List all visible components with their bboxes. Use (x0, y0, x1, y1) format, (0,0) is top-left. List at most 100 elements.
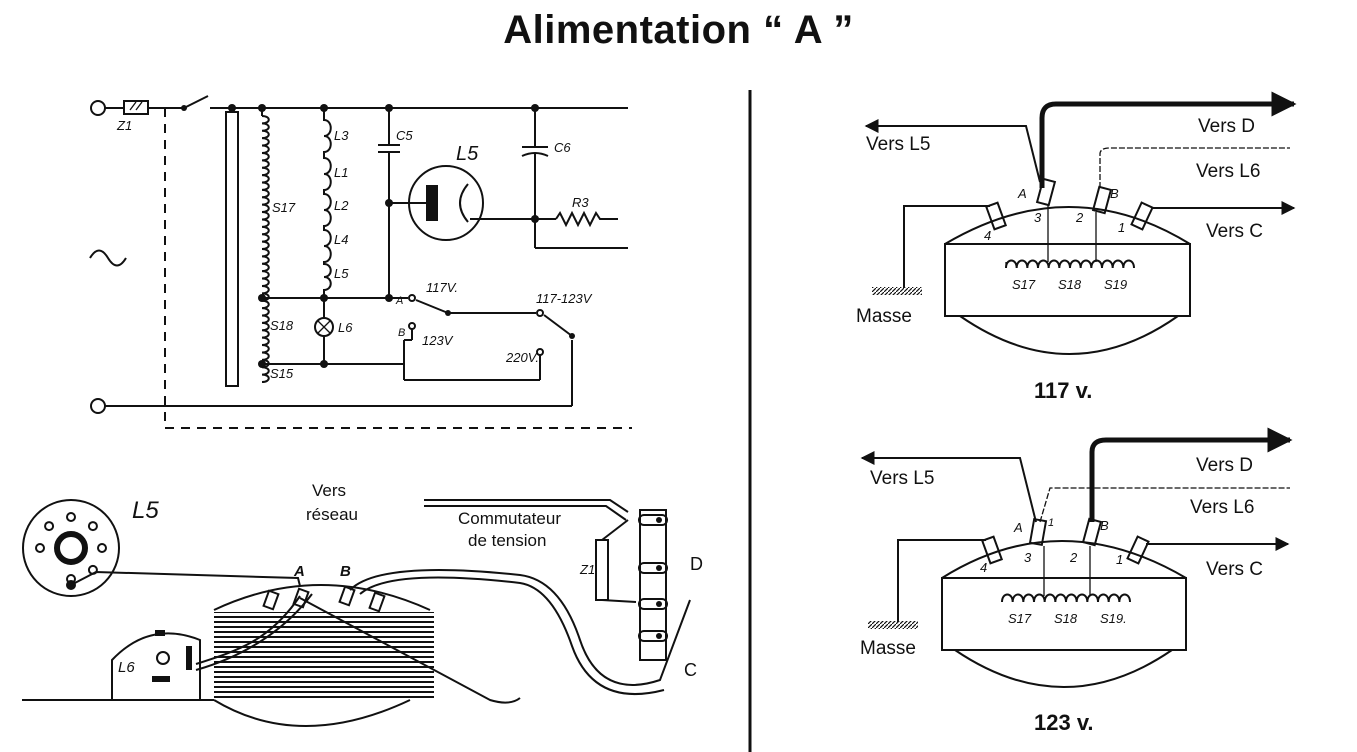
heater-chain (323, 108, 332, 298)
commutateur-1: Commutateur (458, 509, 561, 528)
config-123-ground-icon (868, 621, 918, 629)
config-123-pin-b: B (1100, 518, 1109, 533)
wiring-fuse-label: Z1 (579, 562, 595, 577)
config-123-vers-l5: Vers L5 (870, 468, 934, 489)
config-117-ground-icon (872, 287, 922, 295)
config-123-winding-box (941, 577, 1187, 651)
socket-pin-icon (44, 521, 55, 532)
config-117-pin-4: 4 (984, 228, 991, 243)
selector-switch-117 (415, 299, 449, 314)
coil-l5-label: L5 (334, 266, 349, 281)
capacitor-c5-label: C5 (396, 128, 413, 143)
config-123-vers-c: Vers C (1206, 559, 1263, 580)
wiring-lamp-label: L6 (118, 659, 135, 676)
plate-terminal-screw (656, 601, 662, 607)
config-123-coil-icon (1001, 593, 1131, 603)
config-123-pin-4: 4 (980, 560, 987, 575)
fuse-label: Z1 (116, 118, 132, 133)
socket-pin-icon (87, 521, 98, 532)
config-117-s19: S19 (1104, 277, 1127, 292)
tube-socket-icon (22, 499, 120, 597)
config-123-pin-1-top: 1 (1048, 517, 1054, 529)
config-117-vers-d: Vers D (1198, 116, 1255, 137)
config-117-pin-b: B (1110, 186, 1119, 201)
config-117-winding-box (944, 243, 1191, 317)
config-123-vers-l6: Vers L6 (1190, 497, 1254, 518)
config-117-pin-1: 1 (1118, 220, 1125, 235)
switch-a-label: A (395, 295, 403, 307)
plate-terminal-screw (656, 633, 662, 639)
config-117-pin-3: 3 (1034, 210, 1042, 225)
config-123-s19: S19. (1100, 611, 1127, 626)
resistor-icon (555, 210, 618, 228)
config-123-vers-d: Vers D (1196, 455, 1253, 476)
capacitor-c6-label: C6 (554, 140, 571, 155)
tube-label: L5 (456, 143, 479, 165)
config-123-pin-2: 2 (1069, 550, 1078, 565)
socket-pin-icon (97, 543, 107, 553)
chassis-boundary (164, 108, 632, 429)
config-123-pin-a: A (1013, 520, 1023, 535)
config-117-s17: S17 (1012, 277, 1036, 292)
config-117-caption: 117 v. (1034, 378, 1092, 403)
tap-s18-label: S18 (270, 318, 294, 333)
plate-terminal (638, 562, 668, 574)
switch-b-label: B (398, 327, 405, 339)
coil-l2-label: L2 (334, 198, 349, 213)
page-title: Alimentation “ A ” (503, 8, 854, 52)
wiring-drawing: L5 Vers réseau Commutateur de tension L6… (22, 481, 703, 727)
resistor-label: R3 (572, 195, 589, 210)
plate-terminal (638, 598, 668, 610)
socket-pin-icon (66, 512, 76, 522)
commutateur-2: de tension (468, 531, 546, 550)
vers-reseau-1: Vers (312, 481, 346, 500)
coil-l3-label: L3 (334, 128, 349, 143)
schematic: Z1 S17 S18 S15 L3 L1 L2 L4 (89, 95, 632, 429)
commutateur-plate (639, 509, 667, 661)
lamp-label: L6 (338, 320, 353, 335)
config-123-pin-3: 3 (1024, 550, 1032, 565)
selector-switch-220 (543, 314, 573, 337)
config-123-caption: 123 v. (1034, 710, 1094, 735)
config-117-coil-icon (1005, 259, 1135, 269)
vers-reseau-2: réseau (306, 505, 358, 524)
config-117-vers-l6: Vers L6 (1196, 161, 1260, 182)
switch-123-label: 123V (422, 333, 454, 348)
config-123-s18: S18 (1054, 611, 1078, 626)
point-a-label: A (293, 563, 305, 580)
config-123-s17: S17 (1008, 611, 1032, 626)
switch-117-label: 117V. (426, 280, 458, 295)
plate-terminal-screw (656, 565, 662, 571)
config-117-pin-a: A (1017, 186, 1027, 201)
wiring-fuse-icon (595, 539, 609, 601)
point-b-label: B (340, 563, 351, 580)
config-117-pin-2: 2 (1075, 210, 1084, 225)
transformer-body (213, 584, 431, 611)
ac-symbol-icon (89, 249, 127, 267)
plate-terminal (638, 514, 668, 526)
config-123: S17 S18 S19. 4 3 2 1 A 1 B Vers L5 Vers … (860, 427, 1293, 735)
plate-terminal-screw (656, 517, 662, 523)
socket-pin-icon (35, 543, 45, 553)
mains-terminal-top (90, 100, 106, 116)
transformer-core (225, 111, 239, 387)
config-117-masse: Masse (856, 306, 912, 327)
config-117-vers-c: Vers C (1206, 221, 1263, 242)
tap-s15-label: S15 (270, 366, 294, 381)
config-123-pin-1: 1 (1116, 552, 1123, 567)
switch-220-label: 220V. (505, 350, 539, 365)
socket-label: L5 (132, 497, 159, 524)
point-d-label: D (690, 554, 703, 574)
config-117-vers-l5: Vers L5 (866, 134, 930, 155)
plate-terminal (638, 630, 668, 642)
coil-l4-label: L4 (334, 232, 348, 247)
main-switch (183, 95, 209, 109)
mains-terminal-bottom (90, 398, 106, 414)
point-c-label: C (684, 660, 697, 680)
transformer-label: S17 (272, 200, 296, 215)
config-117-s18: S18 (1058, 277, 1082, 292)
config-117: S17 S18 S19 4 3 2 1 A B Vers L5 Vers D V… (856, 91, 1297, 403)
transformer-winding (261, 108, 270, 383)
coil-l1-label: L1 (334, 165, 348, 180)
